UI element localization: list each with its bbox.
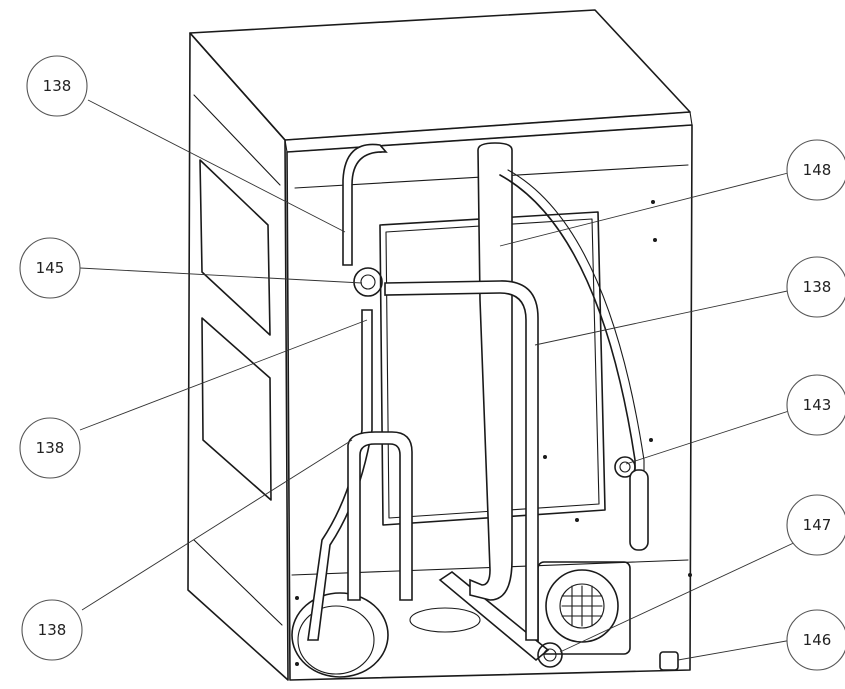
side-window-lower [201,317,272,501]
connecting-hose [384,280,539,641]
drain-outlet-fitting [537,642,563,668]
callout-label: 148 [803,161,832,179]
drain-pump-face [297,605,375,675]
leader-line [559,539,801,653]
leader-line [499,171,793,247]
rear-access-door [379,211,606,526]
callout-bubble: 145 [19,237,81,299]
callout-label: 143 [803,396,832,414]
motor-housing [537,561,631,655]
side-edge-line [193,94,283,626]
right-vent-hose-edge [507,169,645,541]
hose-connector-fitting-core [360,274,376,290]
main-drain-hose [469,142,513,601]
left-hose-loop [342,143,388,266]
callout-label: 138 [803,278,832,296]
callout-bubble: 138 [19,417,81,479]
u-trap-hose [347,431,413,601]
leader-line [534,289,793,346]
bottom-drain-pipe [438,571,550,662]
hose-connector-fitting [353,267,383,297]
right-vent-hose [499,174,636,541]
cabinet-rear-panel [286,124,693,681]
callout-bubble: 143 [786,374,845,436]
rear-access-door-inner [385,218,600,519]
vent-fitting-core [619,461,631,473]
callout-bubble: 138 [21,599,83,661]
cabinet-left-side [187,32,289,681]
callout-label: 146 [803,631,832,649]
callout-bubble: 146 [786,609,845,671]
callout-bubble: 138 [786,256,845,318]
callout-label: 138 [43,77,72,95]
callout-label: 147 [803,516,832,534]
hoses [307,142,649,641]
callout-label: 138 [38,621,67,639]
callout-label: 145 [36,259,65,277]
callout-bubble: 138 [26,55,88,117]
drain-pump-housing [291,592,389,678]
callout-bubble: 147 [786,494,845,556]
leader-line [79,319,368,431]
left-hose-lower [307,309,373,641]
callout-label: 138 [36,439,65,457]
leveling-foot [659,651,679,671]
screw-holes [295,200,692,666]
motor-fan-inner [559,583,605,629]
leader-line [677,639,793,661]
vent-fitting [614,456,636,478]
vent-hose-end [629,469,649,551]
base-cutout [409,607,481,633]
side-window-upper [199,159,271,336]
callout-bubble: 148 [786,139,845,201]
motor-fan-grid [561,585,603,627]
leader-line [87,99,346,233]
callouts: 138 145 138 138 148 138 143 147 [19,55,845,671]
cabinet-top [189,9,691,141]
leader-line [81,439,353,611]
leader-line [79,267,363,284]
drain-outlet-fitting-inner [543,648,557,662]
leader-line [625,409,793,465]
